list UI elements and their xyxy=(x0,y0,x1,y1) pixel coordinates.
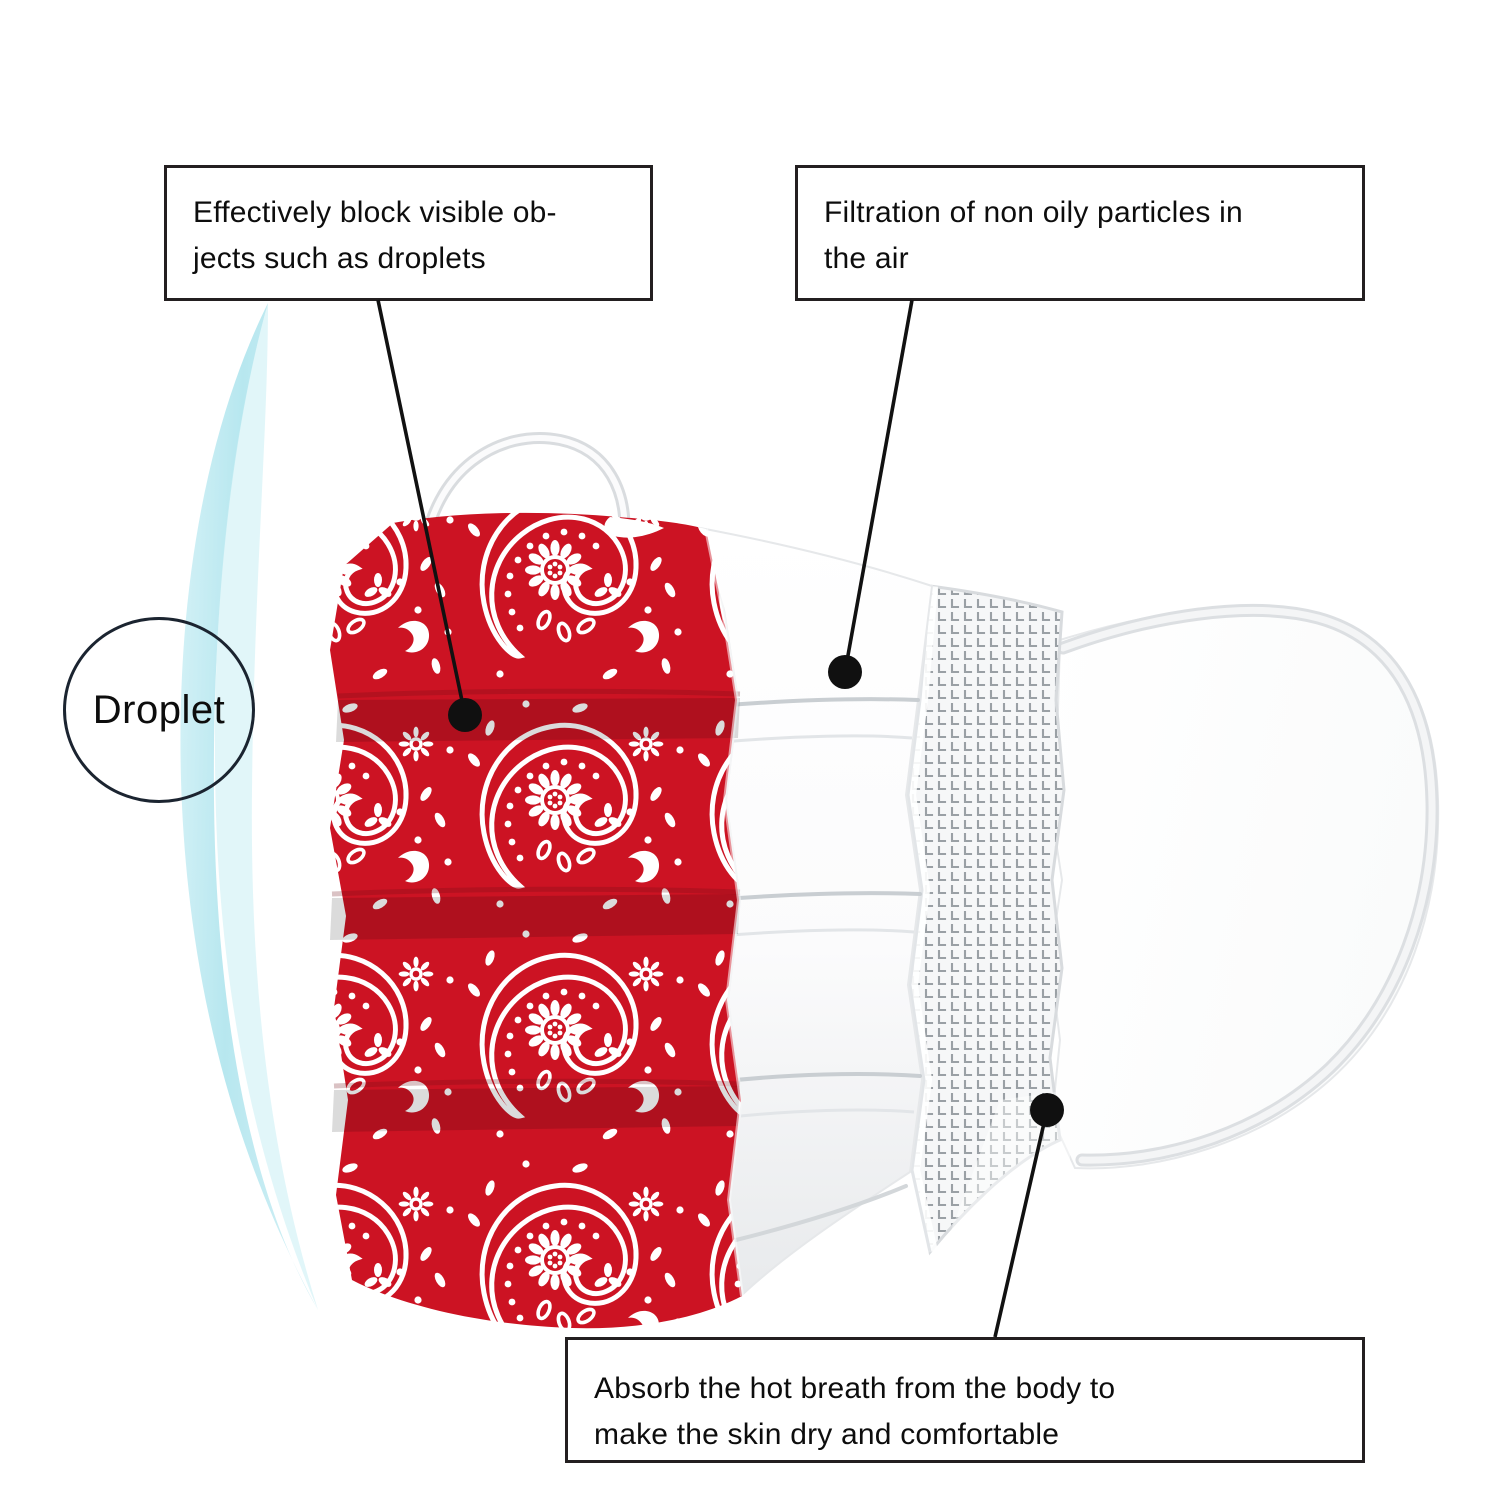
leader-line-filter xyxy=(843,299,914,673)
callout-line: make the skin dry and comfortable xyxy=(594,1417,1060,1451)
filtration-callout: Filtration of non oily particles in the … xyxy=(795,165,1365,301)
callout-line: Absorb the hot breath from the body to xyxy=(594,1372,1116,1405)
droplet-cloud xyxy=(180,303,318,1310)
callout-line: Effectively block visible ob- xyxy=(193,196,557,229)
marker-dot-absorb xyxy=(1030,1093,1064,1127)
inner-white-layer xyxy=(1046,603,1440,1170)
callout-line: the air xyxy=(824,241,909,275)
callout-line: jects such as droplets xyxy=(193,241,486,275)
outer-paisley-layer xyxy=(330,512,744,1329)
leader-line-block xyxy=(376,299,467,716)
left-ear-loop xyxy=(418,432,631,562)
leader-line-absorb xyxy=(993,1109,1049,1338)
meltblown-filter-layer xyxy=(899,584,1070,1260)
droplet-badge-label: Droplet xyxy=(92,687,226,732)
marker-dot-filter xyxy=(828,655,862,689)
effectively-block-callout: Effectively block visible ob- jects such… xyxy=(164,165,653,301)
absorb-breath-callout: Absorb the hot breath from the body to m… xyxy=(565,1337,1365,1463)
marker-dot-block xyxy=(448,698,482,732)
callout-line: Filtration of non oily particles in xyxy=(824,196,1243,229)
droplet-badge: Droplet xyxy=(63,617,255,803)
